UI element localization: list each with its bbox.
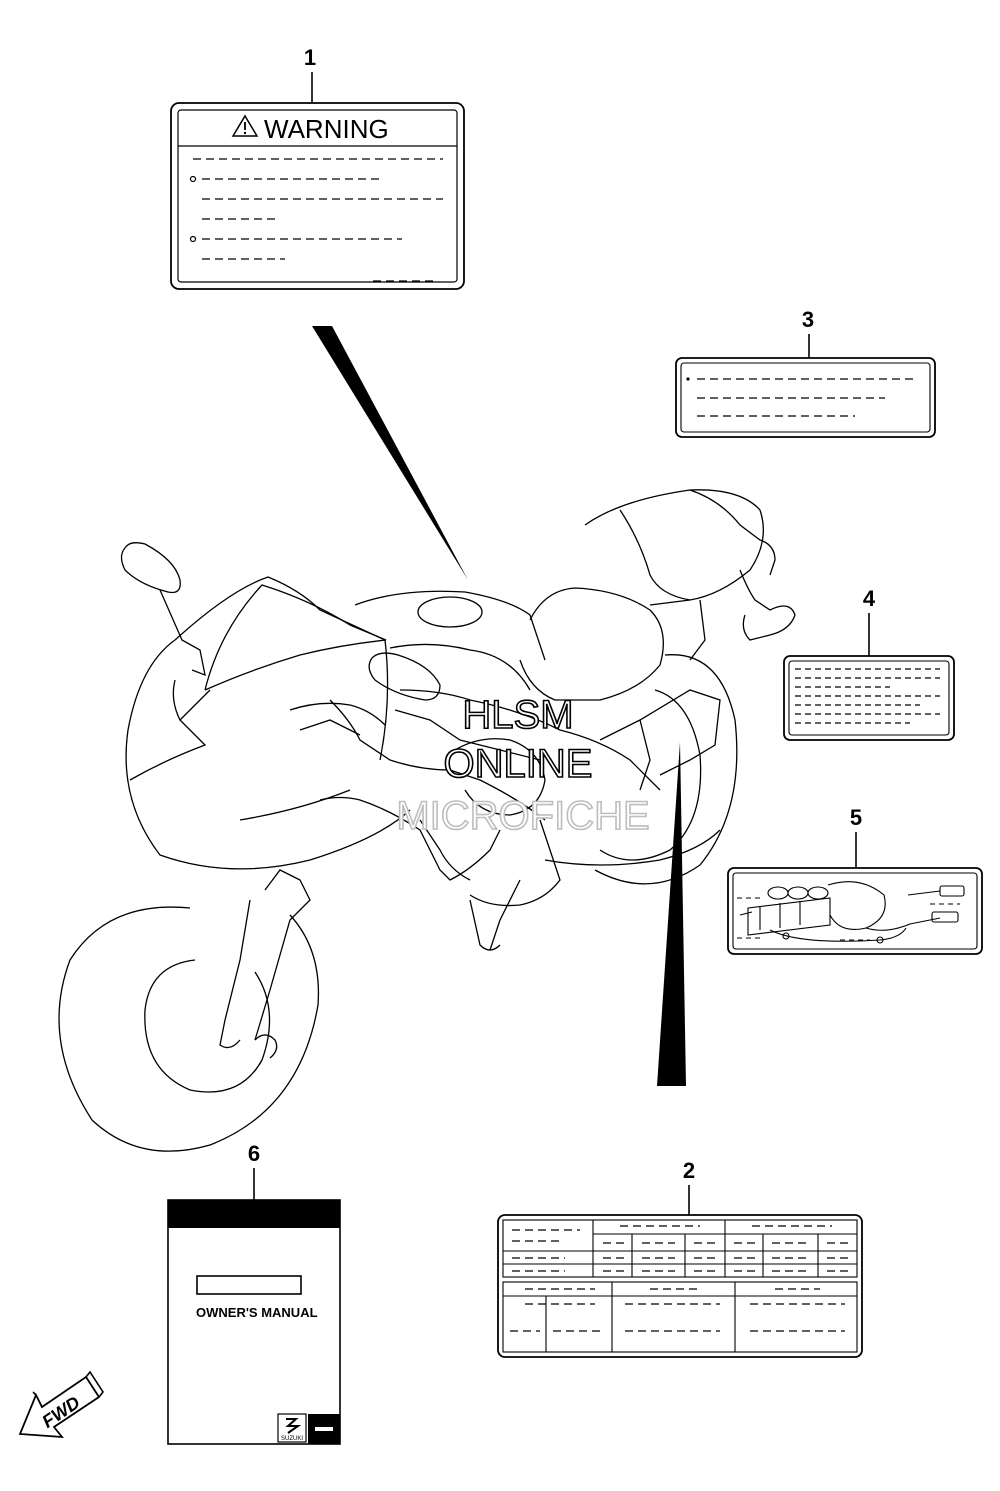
watermark: HLSM ONLINE MICROFICHE [396,692,651,839]
callout-2: 2 [683,1158,695,1183]
part-3-label: 3 [675,307,936,438]
watermark-line-3: MICROFICHE [396,794,649,838]
motorcycle-outline [58,489,796,1152]
brand-text: SUZUKI [281,1436,303,1442]
callout-3: 3 [802,307,814,332]
part-2-info-label: 2 [497,1158,863,1358]
fwd-arrow-icon: FWD [18,1370,104,1439]
part-4-label: 4 [783,586,955,741]
pointer-wedge-2 [657,742,686,1086]
pointer-wedge-1 [312,326,468,580]
warning-heading: WARNING [264,114,389,144]
watermark-line-2: ONLINE [444,742,593,786]
part-6-owners-manual: 6 OWNER'S MANUAL SUZUKI [167,1141,341,1445]
suzuki-logo-icon: SUZUKI [277,1413,307,1443]
callout-6: 6 [248,1141,260,1166]
warning-triangle-icon [231,114,259,137]
callout-1: 1 [304,45,316,70]
callout-4: 4 [863,586,876,611]
part-5-hose-routing-label: 5 [727,805,983,955]
callout-5: 5 [850,805,862,830]
manual-title: OWNER'S MANUAL [196,1305,318,1320]
part-1-warning-label: 1 WARNING [170,45,465,290]
watermark-line-1: HLSM [462,693,573,737]
